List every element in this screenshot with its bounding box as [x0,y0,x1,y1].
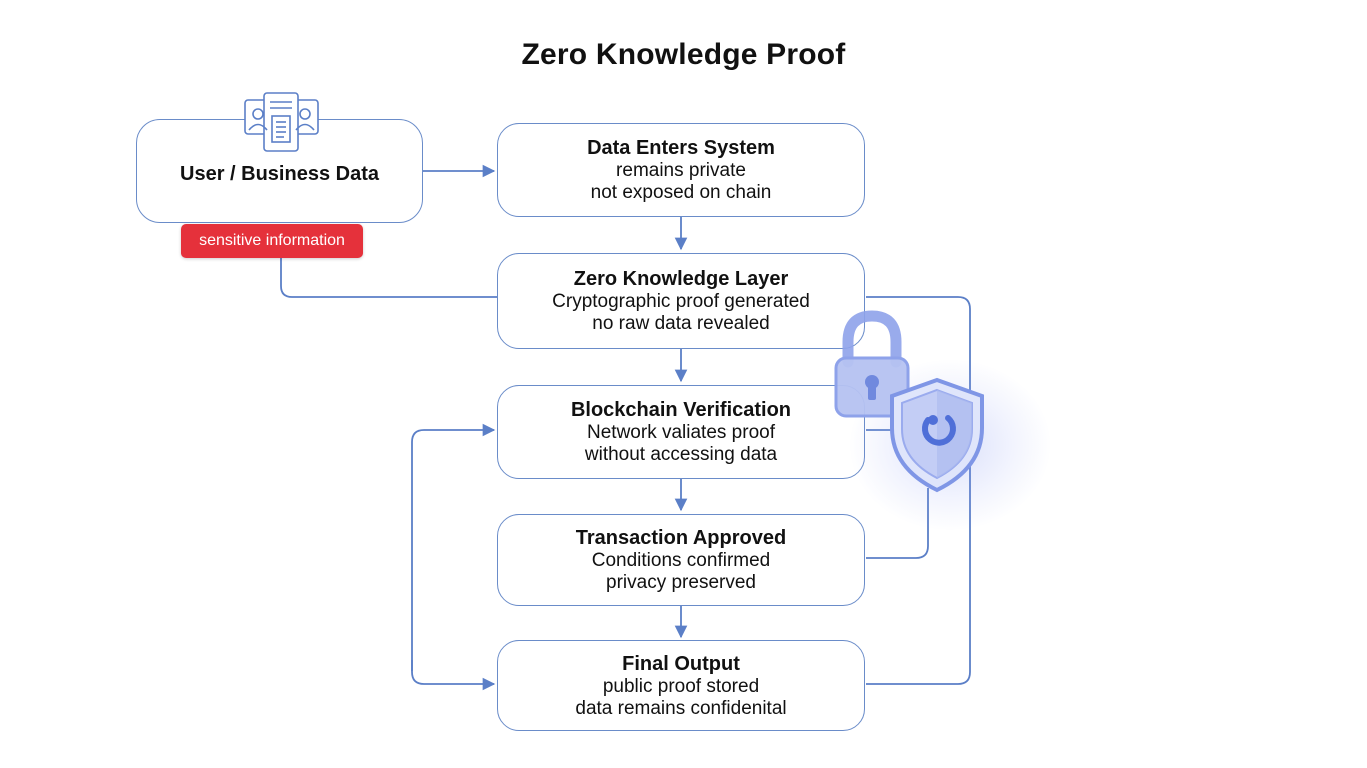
shield-icon [890,377,984,493]
step-title: Blockchain Verification [570,399,792,421]
step-line: public proof stored [602,675,760,697]
step-line: data remains confidenital [575,697,787,719]
step-final-output: Final Output public proof stored data re… [497,640,865,731]
loop-left-to-step3 [411,423,496,671]
documents-users-icon [244,92,319,152]
step-line: remains private [616,160,746,181]
line-shield-to-step4 [866,488,929,559]
step-line: Network valiates proof [587,422,775,443]
step-line: privacy preserved [606,572,756,593]
source-label: User / Business Data [180,163,379,185]
diagram-title: Zero Knowledge Proof [521,38,846,71]
step-line: Cryptographic proof generated [552,291,810,312]
step-data-enters-system: Data Enters System remains private not e… [497,123,865,217]
step-line: not exposed on chain [590,182,772,203]
step-zero-knowledge-layer: Zero Knowledge Layer Cryptographic proof… [497,253,865,349]
loop-left-to-step5 [411,660,496,691]
step-transaction-approved: Transaction Approved Conditions confirme… [497,514,865,606]
step-line: no raw data revealed [592,313,770,334]
step-title: Zero Knowledge Layer [573,268,789,290]
sensitive-information-badge: sensitive information [181,224,363,258]
step-blockchain-verification: Blockchain Verification Network valiates… [497,385,865,479]
line-badge-to-step2 [280,258,498,298]
step-title: Data Enters System [587,137,775,159]
step-title: Final Output [622,652,740,675]
step-title: Transaction Approved [575,527,787,549]
step-line: Conditions confirmed [591,550,771,571]
loop-right-step2-to-step5 [866,296,971,685]
step-line: without accessing data [584,444,778,465]
